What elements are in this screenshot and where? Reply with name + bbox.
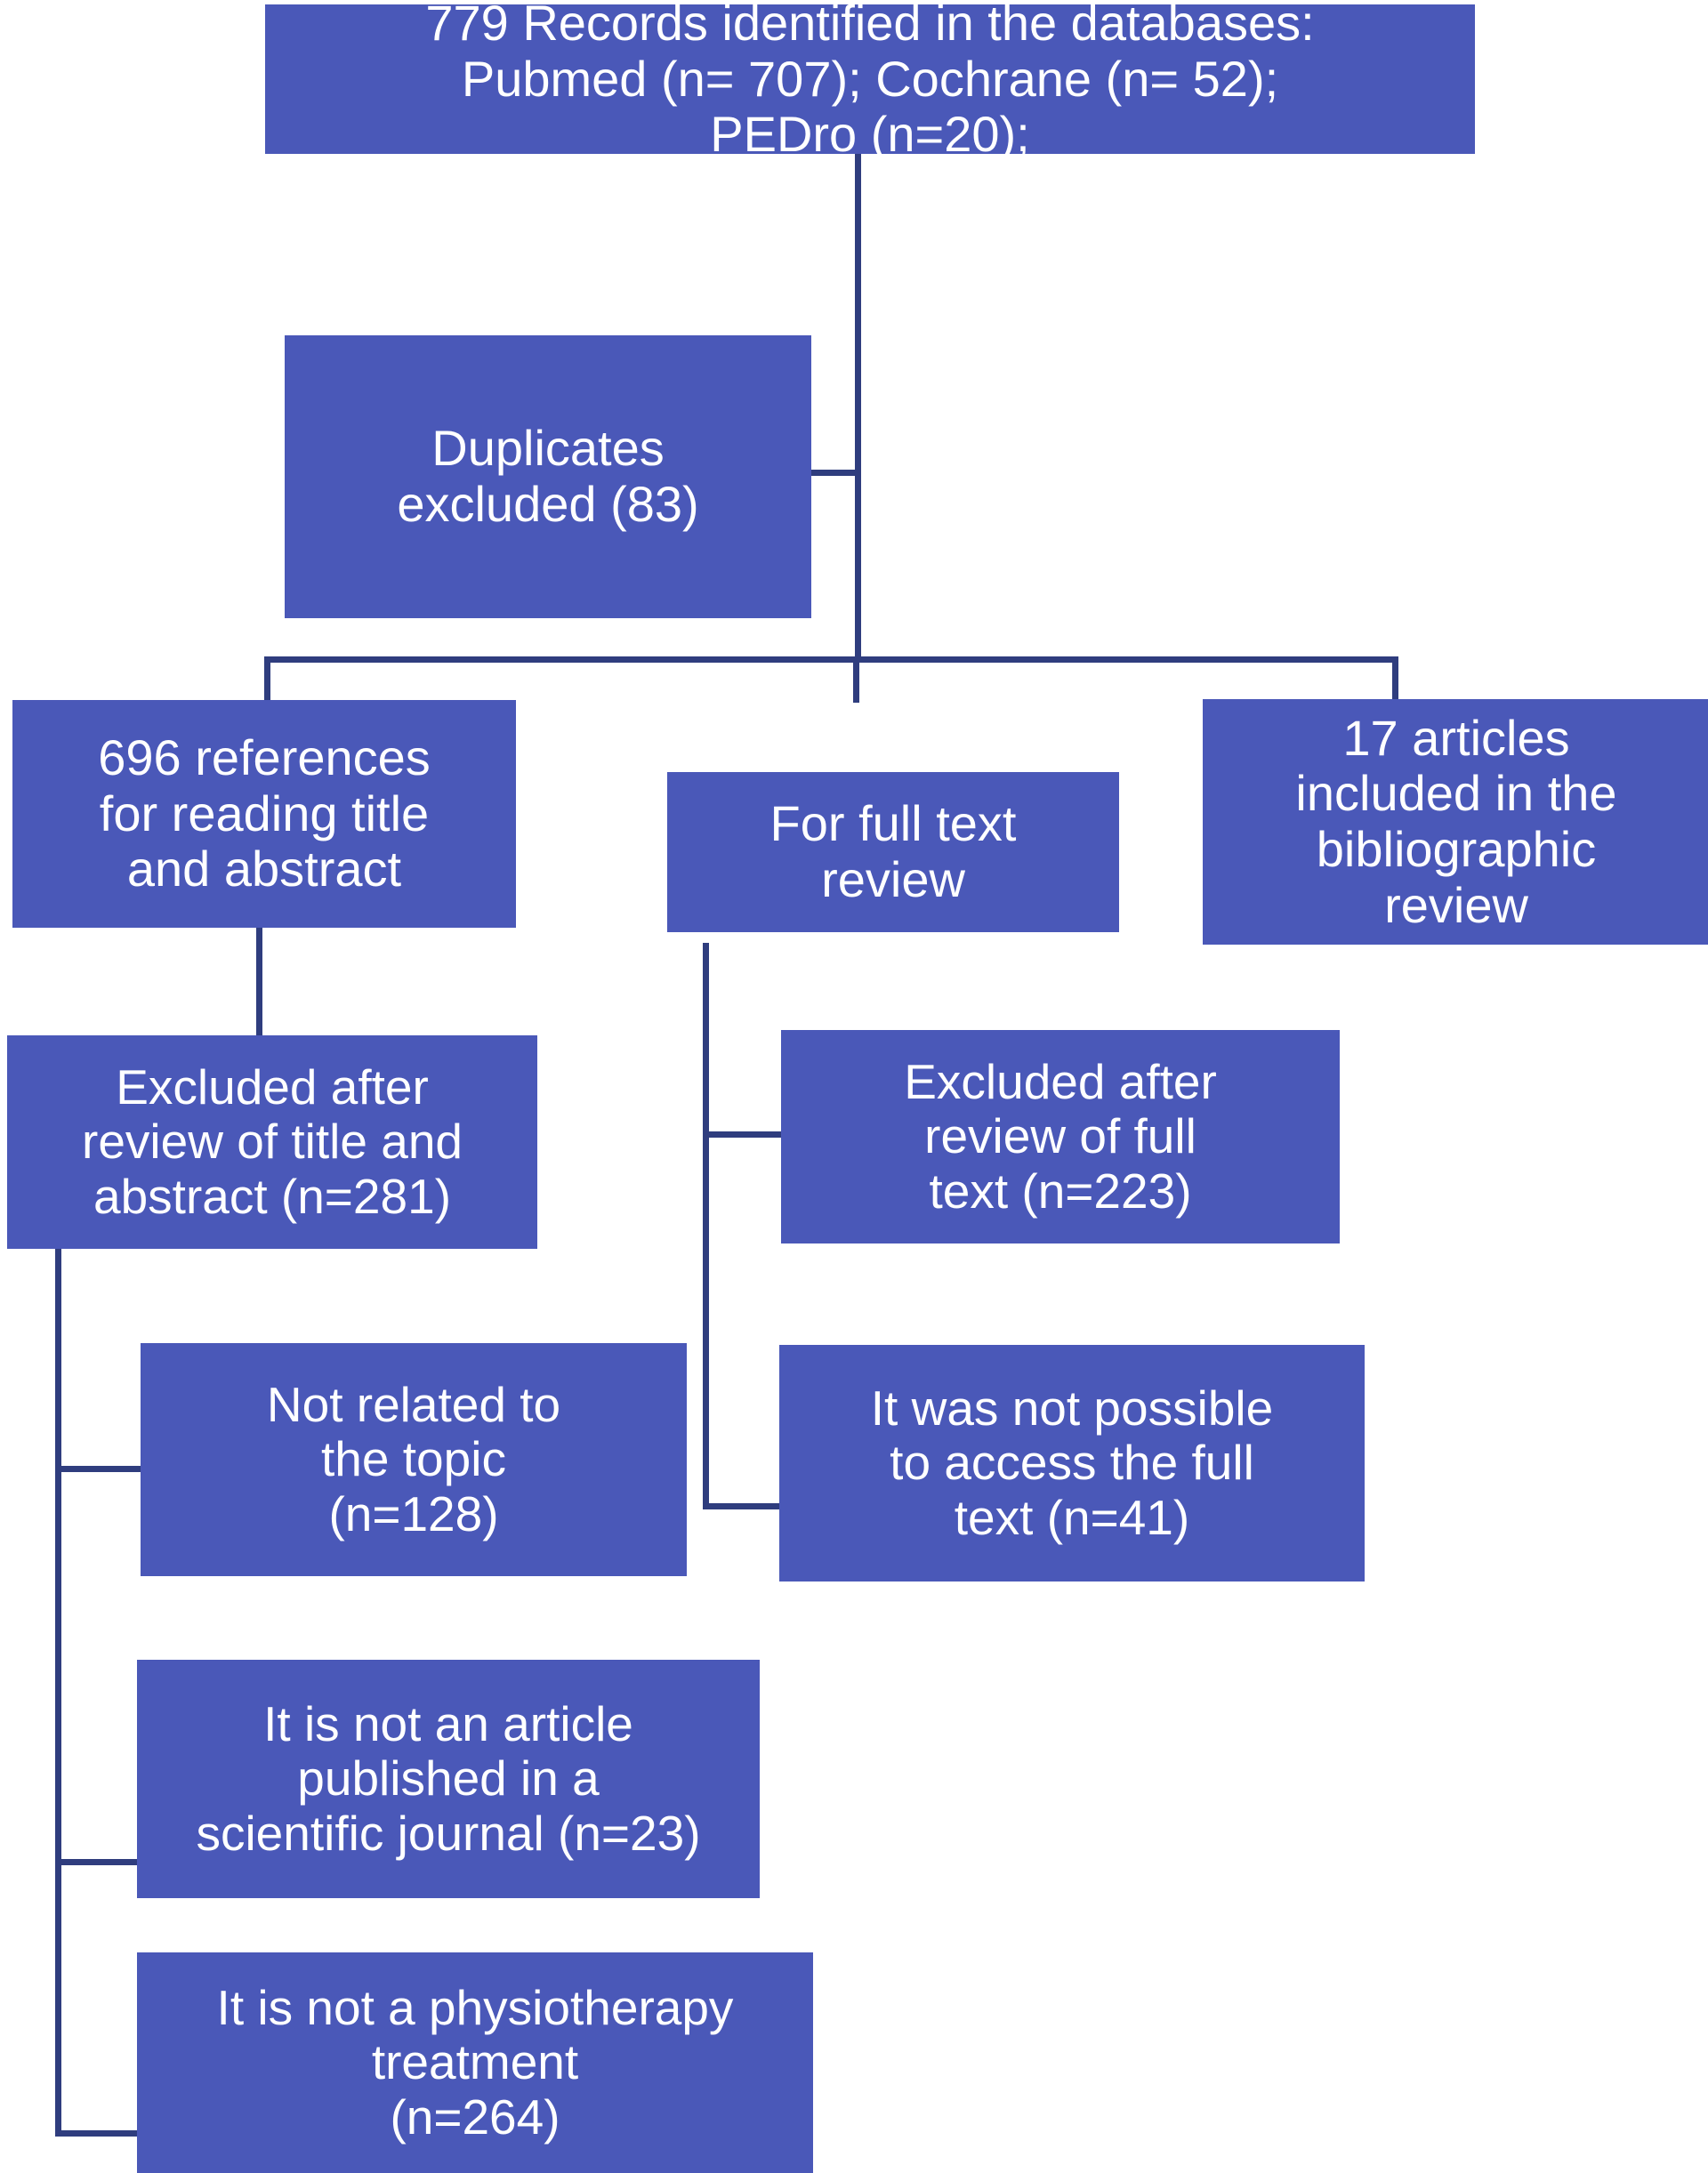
- node-duplicates-excluded: Duplicates excluded (83): [285, 335, 811, 618]
- connector-main-split-bar: [264, 656, 1398, 663]
- node-full-text-review: For full text review: [667, 772, 1119, 932]
- connector-fulltext-spine: [703, 943, 709, 1509]
- connector-spine-to-excluded-fulltext: [703, 1131, 785, 1138]
- connector-spine-to-no-access: [703, 1503, 785, 1509]
- node-records-identified: 779 Records identified in the databases:…: [265, 0, 1475, 162]
- connector-records-to-split: [855, 153, 861, 662]
- connector-split-to-included: [1392, 656, 1398, 701]
- node-not-scientific-journal: It is not an article published in a scie…: [137, 1660, 760, 1898]
- node-articles-included: 17 articles included in the bibliographi…: [1203, 699, 1708, 945]
- node-not-related-topic: Not related to the topic (n=128): [141, 1343, 687, 1576]
- connector-excluded-title-spine: [55, 1245, 61, 2137]
- connector-spine-to-not-related: [55, 1466, 144, 1472]
- connector-spine-to-not-physio: [55, 2130, 144, 2137]
- node-references-screened: 696 references for reading title and abs…: [12, 700, 516, 928]
- connector-split-to-duplicates: [808, 470, 858, 476]
- node-no-access-full-text: It was not possible to access the full t…: [779, 1345, 1365, 1581]
- connector-spine-to-not-journal: [55, 1859, 144, 1865]
- connector-split-to-fulltext: [853, 656, 859, 703]
- node-not-physiotherapy: It is not a physiotherapy treatment (n=2…: [137, 1952, 813, 2173]
- node-excluded-title-abstract: Excluded after review of title and abstr…: [7, 1035, 537, 1249]
- node-excluded-full-text: Excluded after review of full text (n=22…: [781, 1030, 1340, 1243]
- connector-split-to-references: [264, 656, 270, 701]
- connector-references-to-excluded-title: [256, 927, 262, 1038]
